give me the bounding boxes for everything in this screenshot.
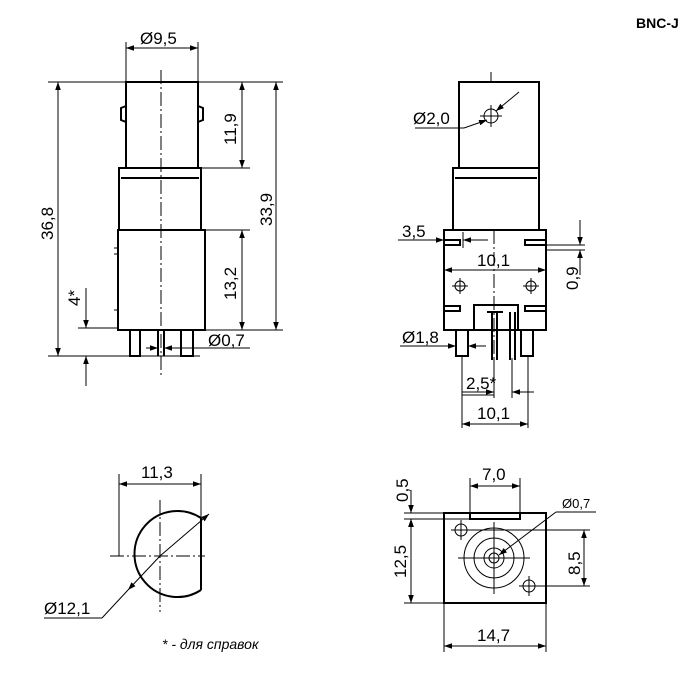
dim-pin-diameter-side: Ø1,8 xyxy=(402,328,439,347)
dim-inner-width: 7,0 xyxy=(482,465,506,484)
drawing-title: BNC-J xyxy=(636,15,679,31)
dim-hole-diameter: Ø2,0 xyxy=(413,109,450,128)
dim-body-height: 33,9 xyxy=(257,193,276,226)
dim-vertical-pitch: 8,5 xyxy=(565,551,584,575)
dim-width-bottom: 10,1 xyxy=(477,404,510,423)
dim-total-width: 14,7 xyxy=(477,626,510,645)
dim-base-height: 13,2 xyxy=(221,267,240,300)
dim-chord: 11,3 xyxy=(141,463,173,482)
front-view: Ø9,5 11,9 36,8 33,9 13,2 4* Ø0,7 xyxy=(38,29,283,386)
reference-note: * - для справок xyxy=(162,636,260,652)
dim-ref-height: 4* xyxy=(65,290,84,306)
dim-center-hole-diameter: Ø0,7 xyxy=(562,496,590,511)
dim-gap: 0,5 xyxy=(393,478,412,502)
dim-offset: 3,5 xyxy=(402,222,426,241)
dim-total-height: 36,8 xyxy=(38,207,57,240)
dim-small: 0,9 xyxy=(563,266,582,290)
circle-view: 11,3 Ø12,1 xyxy=(44,463,210,619)
dim-bayonet-height: 11,9 xyxy=(221,113,240,145)
side-view: Ø2,0 3,5 10,1 0,9 Ø1,8 2,5* 10,1 xyxy=(398,72,585,428)
dim-top-diameter: Ø9,5 xyxy=(140,29,177,48)
bottom-view: 7,0 0,5 12,5 Ø0,7 8,5 14,7 xyxy=(391,465,596,652)
dim-pitch-ref: 2,5* xyxy=(466,374,497,393)
dim-pin-diameter: Ø0,7 xyxy=(208,331,245,350)
dim-height: 12,5 xyxy=(391,545,410,578)
dim-width-top: 10,1 xyxy=(477,251,510,270)
dim-circle-diameter: Ø12,1 xyxy=(44,599,90,618)
